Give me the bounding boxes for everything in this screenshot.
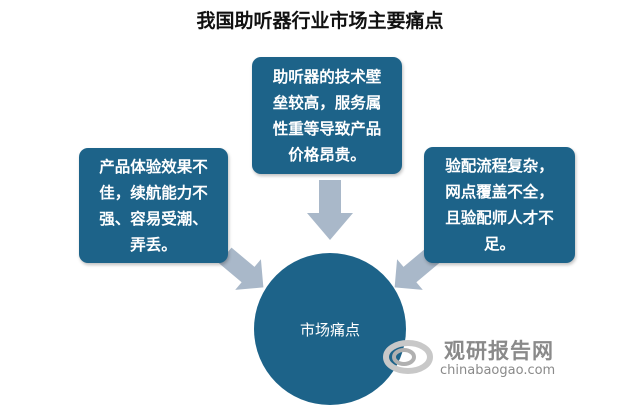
pain-point-box-left: 产品体验效果不 佳，续航能力不 强、容易受潮、 弄丢。 bbox=[79, 148, 228, 263]
watermark-cn: 观研报告网 bbox=[444, 339, 554, 363]
arrow-left-diagonal bbox=[218, 247, 264, 290]
box-text-line: 价格昂贵。 bbox=[288, 145, 366, 164]
pain-point-box-right: 验配流程复杂， 网点覆盖不全， 且验配师人才不 足。 bbox=[424, 147, 575, 263]
pain-point-box-top: 助听器的技术壁 垒较高，服务属 性重等导致产品 价格昂贵。 bbox=[252, 57, 402, 174]
watermark-en: chinabaogao.com bbox=[440, 363, 556, 378]
box-text-line: 产品体验效果不 bbox=[99, 157, 208, 176]
arrow-down bbox=[307, 180, 353, 240]
watermark: 观研报告网 chinabaogao.com bbox=[380, 337, 555, 386]
box-text-line: 弄丢。 bbox=[130, 235, 177, 254]
center-circle: 市场痛点 bbox=[254, 253, 406, 405]
diagram-title: 我国助听器行业市场主要痛点 bbox=[196, 10, 444, 32]
center-label: 市场痛点 bbox=[299, 320, 360, 339]
box-text-line: 网点覆盖不全， bbox=[445, 183, 554, 201]
box-text-line: 助听器的技术壁 bbox=[272, 67, 382, 86]
box-text-line: 性重等导致产品 bbox=[272, 119, 382, 138]
box-text-line: 强、容易受潮、 bbox=[99, 209, 208, 228]
box-text-line: 佳，续航能力不 bbox=[99, 183, 208, 202]
box-text-line: 且验配师人才不 bbox=[445, 209, 554, 227]
watermark-logo-icon bbox=[383, 340, 433, 374]
box-text-line: 足。 bbox=[483, 235, 515, 253]
box-text-line: 垒较高，服务属 bbox=[272, 93, 382, 112]
box-text-line: 验配流程复杂， bbox=[445, 157, 554, 175]
